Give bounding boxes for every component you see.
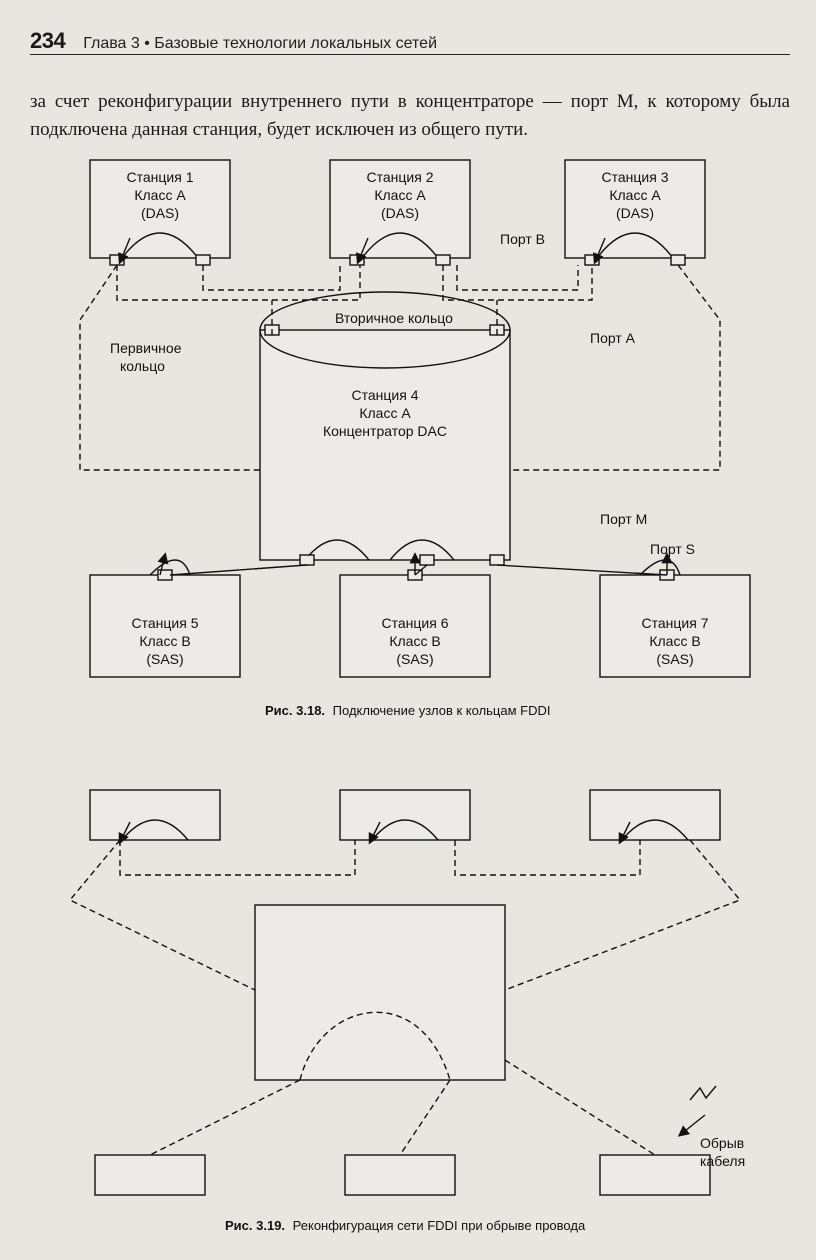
figure-3-18-labels: Станция 1 Класс A (DAS) Станция 2 Класс …: [110, 169, 709, 718]
link-hub-s6: [414, 564, 428, 576]
station-2-box: [329, 159, 471, 259]
fig318-caption-text: Подключение узлов к кольцам FDDI: [333, 703, 551, 718]
port-a-label: Порт A: [590, 330, 636, 346]
ring-cables: [79, 264, 721, 471]
s3-l2: Класс A: [609, 187, 661, 203]
break-mark: [689, 1085, 717, 1101]
s4-l2: Класс A: [359, 405, 411, 421]
fig319-caption-text: Реконфигурация сети FDDI при обрыве пров…: [293, 1218, 586, 1233]
intro-paragraph: за счет реконфигурации внутреннего пути …: [30, 91, 790, 140]
port-m-label: Порт M: [600, 511, 647, 527]
fig318-caption-label: Рис. 3.18.: [265, 703, 325, 718]
s1-l3: (DAS): [141, 205, 179, 221]
f19-top-left: [89, 789, 221, 841]
running-head: Глава 3 • Базовые технологии локальных с…: [83, 35, 438, 52]
hub-arc-1: [304, 539, 370, 561]
s1-l2: Класс A: [134, 187, 186, 203]
station-1-port-arc: [121, 232, 199, 259]
s6-l2: Класс B: [389, 633, 440, 649]
station-5-box: [89, 574, 241, 678]
s2-l2: Класс A: [374, 187, 426, 203]
page-number: 234: [30, 28, 66, 53]
f19-bottom-mid: [344, 1154, 456, 1196]
s3-l1: Станция 3: [602, 169, 669, 185]
s2-l1: Станция 2: [367, 169, 434, 185]
station-4-box: [259, 329, 511, 561]
station-2-port-arc: [361, 232, 439, 259]
s5-l1: Станция 5: [132, 615, 199, 631]
break-label-1: Обрыв: [700, 1135, 744, 1151]
station-1-box: [89, 159, 231, 259]
station-5-port-arc: [149, 559, 191, 576]
port-b-label: Порт B: [500, 231, 545, 247]
port-s-label: Порт S: [650, 541, 695, 557]
s7-l2: Класс B: [649, 633, 700, 649]
fig319-caption: Рис. 3.19. Реконфигурация сети FDDI при …: [225, 1218, 586, 1233]
s7-l1: Станция 7: [642, 615, 709, 631]
figure-3-19: [68, 789, 742, 1196]
page-header: 234 Глава 3 • Базовые технологии локальн…: [30, 28, 790, 55]
s4-l1: Станция 4: [352, 387, 419, 403]
s6-l3: (SAS): [396, 651, 433, 667]
f19-top-mid: [339, 789, 471, 841]
s5-l2: Класс B: [139, 633, 190, 649]
f19-bottom-left: [94, 1154, 206, 1196]
station-7-box: [599, 574, 751, 678]
fig318-caption: Рис. 3.18. Подключение узлов к кольцам F…: [265, 703, 550, 718]
s2-l3: (DAS): [381, 205, 419, 221]
figure-3-18: [79, 159, 751, 678]
s3-l3: (DAS): [616, 205, 654, 221]
primary-ring-label-1: Первичное: [110, 340, 182, 356]
f19-hub: [254, 904, 506, 1081]
secondary-ring-label: Вторичное кольцо: [335, 310, 453, 326]
link-hub-s7: [496, 564, 668, 576]
s7-l3: (SAS): [656, 651, 693, 667]
secondary-ring-ellipse: [259, 291, 511, 369]
s4-l3: Концентратор DAC: [323, 423, 447, 439]
s6-l1: Станция 6: [382, 615, 449, 631]
fig319-caption-label: Рис. 3.19.: [225, 1218, 285, 1233]
station-3-port-arc: [596, 232, 674, 259]
link-hub-s5: [169, 564, 308, 576]
station-6-box: [339, 574, 491, 678]
figure-3-19-labels: Обрыв кабеля Рис. 3.19. Реконфигурация с…: [225, 1135, 745, 1233]
f19-bottom-right: [599, 1154, 711, 1196]
primary-ring-label-2: кольцо: [120, 358, 165, 374]
station-3-box: [564, 159, 706, 259]
s1-l1: Станция 1: [127, 169, 194, 185]
break-label-2: кабеля: [700, 1153, 745, 1169]
hub-arc-2: [389, 539, 455, 561]
s5-l3: (SAS): [146, 651, 183, 667]
f19-top-right: [589, 789, 721, 841]
